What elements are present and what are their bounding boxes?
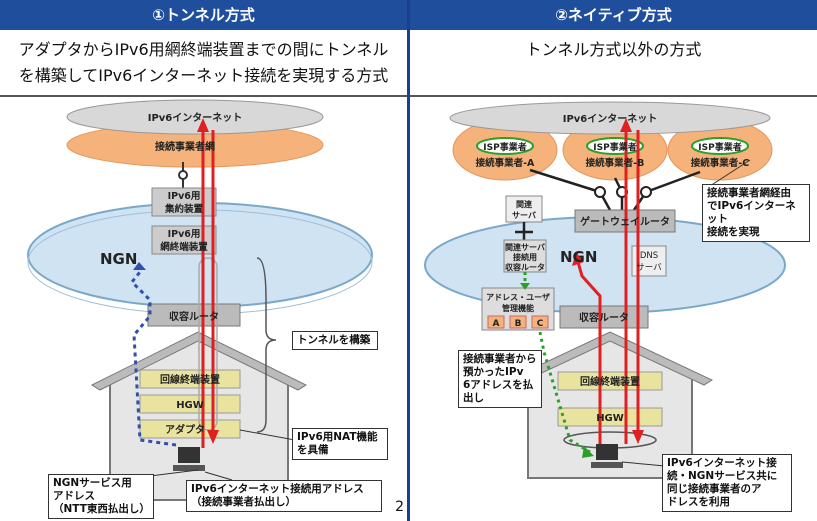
tunnel-diagram: IPv6インターネット 接続事業者網 IPv6用 集約装置 IPv6用 網終端装… [27, 99, 373, 501]
isp-b-label: 接続事業者-B [586, 157, 645, 169]
native-method-panel: IPv6インターネット ISP事業者 接続事業者-A ISP事業者 接続事業者-… [410, 0, 817, 521]
isp-c-badge: ISP事業者 [698, 141, 741, 153]
related-server-label-2: サーバ [512, 211, 536, 220]
slot-c: C [537, 319, 544, 329]
isp-b-badge: ISP事業者 [593, 141, 636, 153]
ipv6-address-note: IPv6インターネット接続用アドレス （接続事業者払出し） [186, 480, 382, 512]
ngn-disk [27, 202, 373, 308]
ngn-address-note: NGNサービス用 アドレス （NTT東西払出し） [48, 474, 154, 519]
line-termination-device [557, 371, 663, 391]
related-router-label-3: 収容ルータ [505, 262, 545, 272]
aggregation-label-2: 集約装置 [164, 203, 204, 215]
related-server-label-1: 関連 [516, 199, 533, 209]
related-router-label-2: 接続用 [513, 252, 537, 262]
tunnel-method-panel: IPv6インターネット 接続事業者網 IPv6用 集約装置 IPv6用 網終端装… [0, 0, 407, 521]
internet-label: IPv6インターネット [148, 112, 243, 124]
aggregation-label-1: IPv6用 [168, 191, 201, 202]
dns-label-2: サーバ [636, 263, 662, 273]
ngn-label: NGN [100, 250, 137, 268]
ngn-route-arrow [576, 261, 602, 444]
hgw-label: HGW [596, 413, 624, 424]
hgw-label: HGW [176, 400, 204, 411]
same-address-note: IPv6インターネット接 続・NGNサービス共に 同じ接続事業者のア ドレスを利… [662, 454, 792, 512]
adapter-label: アダプタ [165, 423, 205, 436]
hgw-device [139, 394, 241, 414]
description-line-1: トンネル方式以外の方式 [525, 40, 702, 59]
aggregation-device [151, 187, 217, 217]
related-router [503, 239, 547, 273]
native-diagram: IPv6インターネット ISP事業者 接続事業者-A ISP事業者 接続事業者-… [424, 101, 786, 479]
isp-a-badge: ISP事業者 [483, 141, 526, 153]
native-method-description: トンネル方式以外の方式 [410, 31, 817, 97]
address-from-isp-note: 接続事業者から 預かったIPv 6アドレスを払 出し [458, 350, 542, 408]
line-termination-label: 回線終端装置 [160, 373, 220, 386]
tunnel-method-header: ①トンネル方式 [0, 0, 407, 30]
edge-router-label: 収容ルータ [579, 311, 629, 324]
ngn-label: NGN [560, 248, 597, 266]
edge-router-label: 収容ルータ [169, 310, 219, 323]
dns-label-1: DNS [640, 251, 658, 261]
gateway-router-label: ゲートウェイルータ [580, 215, 670, 228]
isp-network-label: 接続事業者網 [155, 140, 215, 153]
panel-divider [407, 0, 410, 521]
isp-a-label: 接続事業者-A [476, 157, 535, 169]
line-termination-label: 回線終端装置 [580, 375, 640, 388]
native-method-header: ②ネイティブ方式 [410, 0, 817, 30]
nat-note: IPv6用NAT機能 を具備 [292, 428, 388, 460]
pc-icon [596, 444, 618, 460]
via-isp-note: 接続事業者網経由 でIPv6インターネット 接続を実現 [702, 184, 810, 242]
internet-ellipse [66, 99, 324, 135]
pc-icon [178, 447, 200, 463]
hgw-device [557, 407, 663, 427]
slot-b: B [515, 319, 522, 329]
address-mgmt-label-2: 管理機能 [502, 303, 534, 313]
page-number: 2 [395, 499, 404, 515]
internet-ellipse [449, 101, 771, 135]
isp-c-label: 接続事業者-C [691, 157, 749, 169]
line-termination-device [139, 369, 241, 389]
address-mgmt-label-1: アドレス・ユーザ [486, 293, 550, 302]
termination-label-2: 網終端装置 [160, 241, 208, 253]
termination-label-1: IPv6用 [168, 229, 201, 240]
internet-label: IPv6インターネット [563, 113, 658, 125]
tunnel-note: トンネルを構築 [292, 331, 378, 350]
termination-device [151, 225, 217, 255]
description-line-1: アダプタからIPv6用網終端装置までの間にトンネル [18, 40, 389, 59]
description-line-2: を構築してIPv6インターネット接続を実現する方式 [18, 66, 389, 85]
slot-a: A [493, 319, 500, 329]
tunnel-method-description: アダプタからIPv6用網終端装置までの間にトンネル を構築してIPv6インターネ… [0, 31, 407, 97]
related-router-label-1: 関連サーバ [505, 242, 545, 252]
